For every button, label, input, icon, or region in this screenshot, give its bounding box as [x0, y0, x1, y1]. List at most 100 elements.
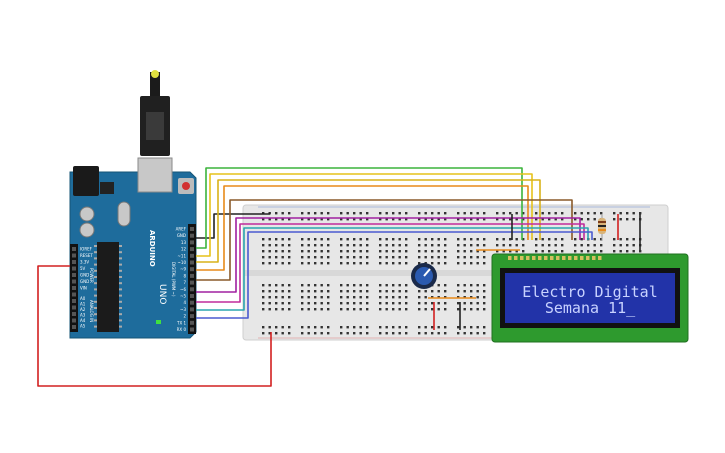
breadboard-hole[interactable]: [619, 212, 622, 215]
wire-black-gnd[interactable]: [196, 213, 270, 239]
breadboard-hole[interactable]: [281, 262, 284, 265]
breadboard-hole[interactable]: [281, 332, 284, 335]
breadboard-hole[interactable]: [470, 256, 473, 259]
breadboard-hole[interactable]: [424, 244, 427, 247]
breadboard-hole[interactable]: [353, 238, 356, 241]
digital-pin[interactable]: [190, 314, 194, 319]
breadboard-hole[interactable]: [600, 238, 603, 241]
breadboard-hole[interactable]: [444, 244, 447, 247]
breadboard-hole[interactable]: [535, 212, 538, 215]
wire-yellow[interactable]: [196, 173, 533, 257]
breadboard-hole[interactable]: [431, 326, 434, 329]
breadboard-hole[interactable]: [281, 244, 284, 247]
wire-purple[interactable]: [196, 217, 581, 293]
breadboard-hole[interactable]: [340, 212, 343, 215]
breadboard-hole[interactable]: [613, 238, 616, 241]
breadboard-hole[interactable]: [281, 212, 284, 215]
resistor[interactable]: [598, 214, 606, 240]
breadboard-hole[interactable]: [502, 250, 505, 253]
breadboard-hole[interactable]: [353, 262, 356, 265]
breadboard-hole[interactable]: [268, 250, 271, 253]
breadboard-hole[interactable]: [385, 284, 388, 287]
breadboard-hole[interactable]: [340, 244, 343, 247]
breadboard-hole[interactable]: [548, 218, 551, 221]
breadboard-hole[interactable]: [268, 332, 271, 335]
breadboard-hole[interactable]: [346, 244, 349, 247]
breadboard-hole[interactable]: [431, 302, 434, 305]
breadboard-hole[interactable]: [307, 238, 310, 241]
power-pin[interactable]: [72, 325, 76, 329]
breadboard-hole[interactable]: [470, 326, 473, 329]
breadboard-hole[interactable]: [561, 212, 564, 215]
breadboard-hole[interactable]: [515, 244, 518, 247]
breadboard-hole[interactable]: [307, 218, 310, 221]
breadboard-hole[interactable]: [554, 250, 557, 253]
breadboard-hole[interactable]: [405, 262, 408, 265]
breadboard-hole[interactable]: [359, 212, 362, 215]
breadboard-hole[interactable]: [301, 284, 304, 287]
breadboard-hole[interactable]: [346, 326, 349, 329]
breadboard-hole[interactable]: [457, 256, 460, 259]
breadboard-hole[interactable]: [379, 284, 382, 287]
breadboard-hole[interactable]: [288, 332, 291, 335]
breadboard-hole[interactable]: [392, 218, 395, 221]
breadboard-hole[interactable]: [301, 332, 304, 335]
breadboard-hole[interactable]: [457, 218, 460, 221]
breadboard-hole[interactable]: [574, 244, 577, 247]
breadboard-hole[interactable]: [314, 212, 317, 215]
breadboard-hole[interactable]: [418, 308, 421, 311]
breadboard-hole[interactable]: [600, 212, 603, 215]
breadboard-hole[interactable]: [476, 256, 479, 259]
digital-pin[interactable]: [190, 227, 194, 231]
breadboard-hole[interactable]: [262, 238, 265, 241]
breadboard-hole[interactable]: [327, 290, 330, 293]
breadboard-hole[interactable]: [541, 250, 544, 253]
power-pin[interactable]: [72, 312, 76, 316]
breadboard-hole[interactable]: [444, 238, 447, 241]
breadboard-hole[interactable]: [431, 212, 434, 215]
breadboard-hole[interactable]: [275, 262, 278, 265]
breadboard-hole[interactable]: [281, 326, 284, 329]
breadboard-hole[interactable]: [574, 218, 577, 221]
breadboard-hole[interactable]: [275, 244, 278, 247]
breadboard-hole[interactable]: [502, 218, 505, 221]
breadboard-hole[interactable]: [301, 326, 304, 329]
wire-red-5v[interactable]: [37, 265, 272, 387]
breadboard-hole[interactable]: [379, 256, 382, 259]
breadboard-hole[interactable]: [392, 308, 395, 311]
breadboard-hole[interactable]: [385, 256, 388, 259]
breadboard-hole[interactable]: [398, 284, 401, 287]
breadboard-hole[interactable]: [275, 284, 278, 287]
breadboard-hole[interactable]: [424, 308, 427, 311]
breadboard-hole[interactable]: [379, 296, 382, 299]
breadboard-hole[interactable]: [554, 238, 557, 241]
breadboard-hole[interactable]: [340, 332, 343, 335]
breadboard-hole[interactable]: [385, 238, 388, 241]
breadboard-hole[interactable]: [314, 250, 317, 253]
breadboard-hole[interactable]: [392, 284, 395, 287]
breadboard-hole[interactable]: [476, 290, 479, 293]
breadboard-hole[interactable]: [580, 238, 583, 241]
breadboard-hole[interactable]: [353, 218, 356, 221]
breadboard-hole[interactable]: [554, 244, 557, 247]
breadboard-hole[interactable]: [437, 250, 440, 253]
breadboard-hole[interactable]: [346, 250, 349, 253]
breadboard-hole[interactable]: [281, 284, 284, 287]
breadboard-hole[interactable]: [353, 332, 356, 335]
lcd-pin[interactable]: [562, 256, 566, 260]
breadboard-hole[interactable]: [632, 218, 635, 221]
breadboard-hole[interactable]: [600, 244, 603, 247]
breadboard-hole[interactable]: [268, 256, 271, 259]
breadboard-hole[interactable]: [470, 308, 473, 311]
breadboard-hole[interactable]: [340, 250, 343, 253]
breadboard-hole[interactable]: [476, 212, 479, 215]
breadboard-hole[interactable]: [268, 326, 271, 329]
breadboard-hole[interactable]: [392, 302, 395, 305]
breadboard-hole[interactable]: [444, 332, 447, 335]
breadboard-hole[interactable]: [398, 250, 401, 253]
power-pin[interactable]: [72, 260, 76, 264]
breadboard-hole[interactable]: [359, 332, 362, 335]
wire-blue[interactable]: [196, 231, 593, 319]
breadboard-hole[interactable]: [366, 284, 369, 287]
breadboard-hole[interactable]: [268, 262, 271, 265]
